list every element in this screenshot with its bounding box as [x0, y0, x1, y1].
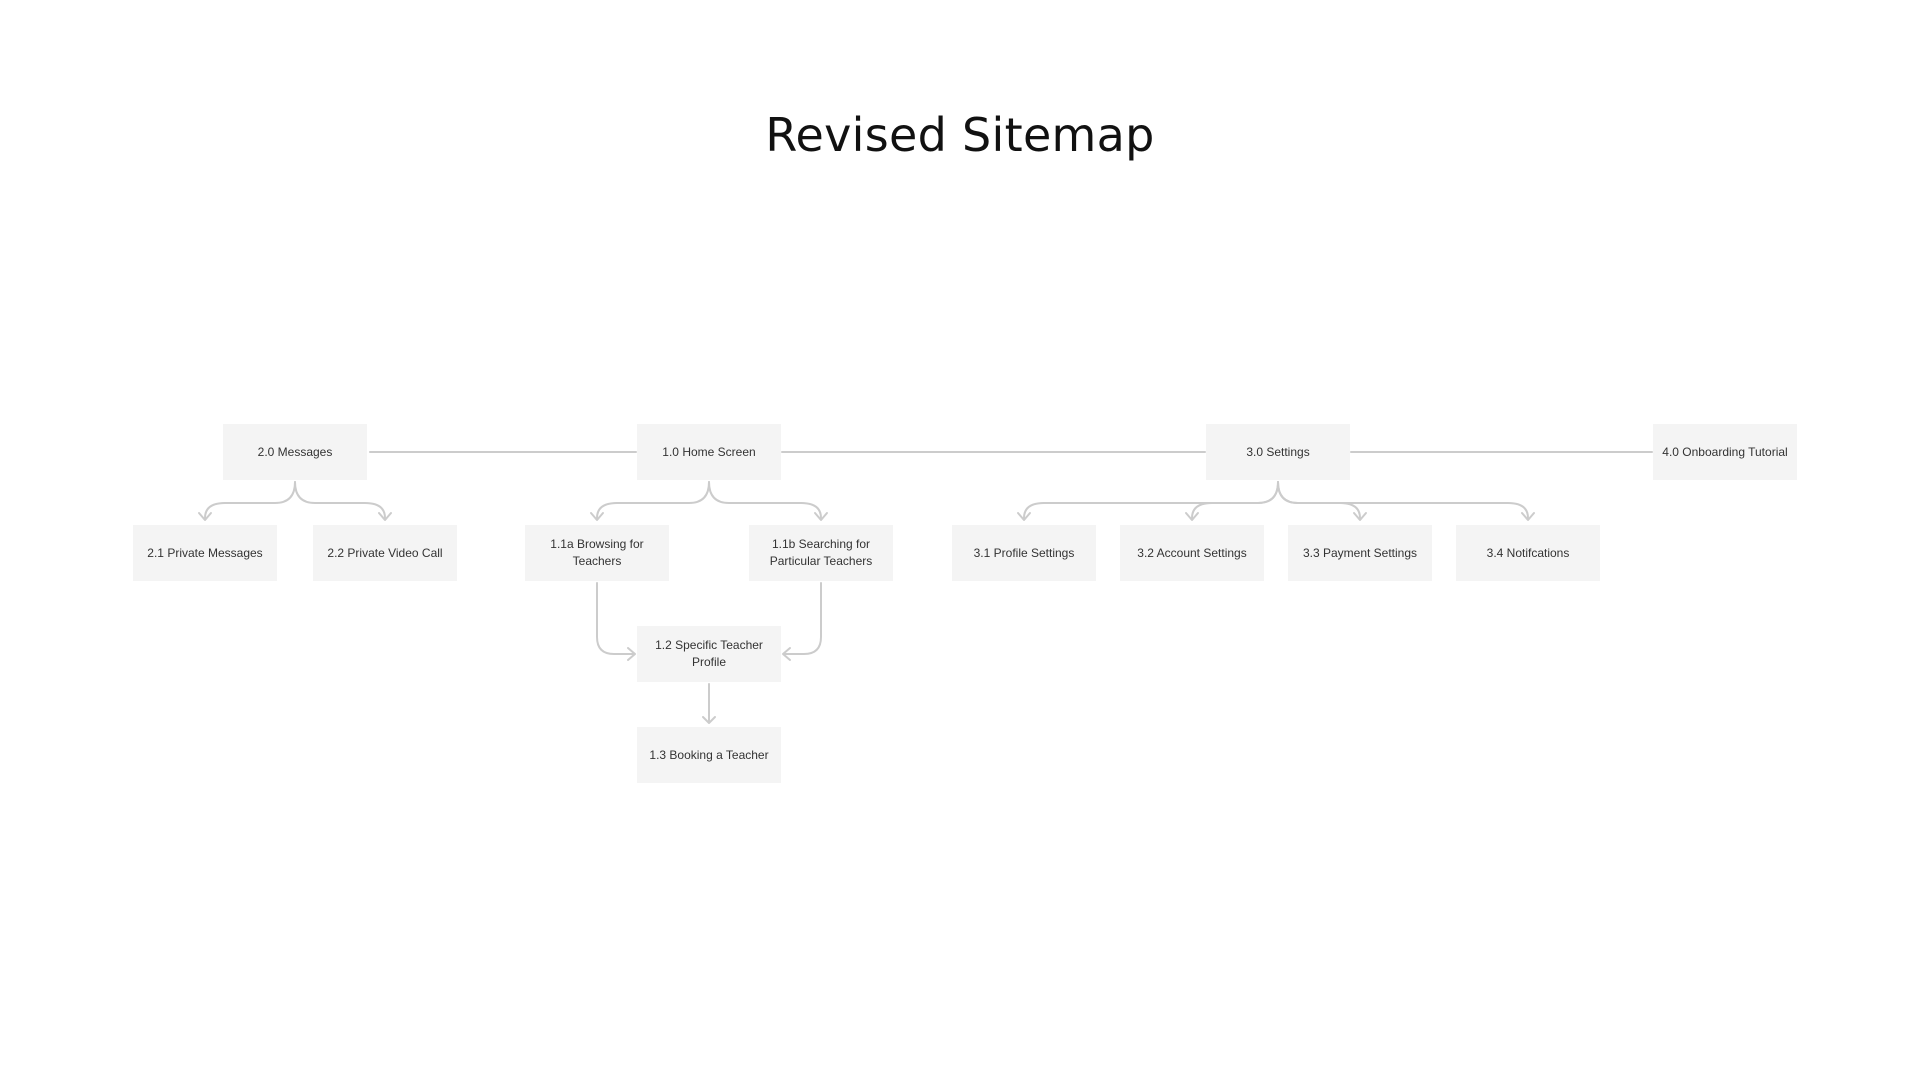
arrowhead: [627, 647, 636, 661]
arrowhead: [702, 716, 716, 724]
page-title: Revised Sitemap: [765, 108, 1155, 162]
arrowhead: [782, 647, 791, 661]
branch-home-left: [596, 481, 710, 519]
node-home-screen[interactable]: 1.0 Home Screen: [637, 424, 781, 480]
node-browsing-teachers[interactable]: 1.1a Browsing for Teachers: [525, 525, 669, 581]
branch-settings-3: [1277, 481, 1361, 519]
node-onboarding-tutorial[interactable]: 4.0 Onboarding Tutorial: [1653, 424, 1797, 480]
node-booking-teacher[interactable]: 1.3 Booking a Teacher: [637, 727, 781, 783]
node-specific-teacher-profile[interactable]: 1.2 Specific Teacher Profile: [637, 626, 781, 682]
node-private-video-call[interactable]: 2.2 Private Video Call: [313, 525, 457, 581]
node-settings[interactable]: 3.0 Settings: [1206, 424, 1350, 480]
arrowhead: [378, 512, 392, 521]
branch-messages-right: [294, 481, 386, 519]
branch-home-right: [708, 481, 822, 519]
link-searching-profile: [783, 582, 822, 655]
node-notifications[interactable]: 3.4 Notifcations: [1456, 525, 1600, 581]
node-profile-settings[interactable]: 3.1 Profile Settings: [952, 525, 1096, 581]
link-browsing-profile: [596, 582, 635, 655]
branch-settings-1: [1023, 481, 1279, 519]
arrowhead: [1017, 512, 1031, 521]
arrowhead: [198, 512, 212, 521]
branch-messages-left: [204, 481, 296, 519]
node-searching-teachers[interactable]: 1.1b Searching for Particular Teachers: [749, 525, 893, 581]
node-private-messages[interactable]: 2.1 Private Messages: [133, 525, 277, 581]
arrowhead: [814, 512, 828, 521]
arrowhead: [1353, 512, 1367, 521]
node-payment-settings[interactable]: 3.3 Payment Settings: [1288, 525, 1432, 581]
node-messages[interactable]: 2.0 Messages: [223, 424, 367, 480]
arrowhead: [1185, 512, 1199, 521]
arrowhead: [1521, 512, 1535, 521]
node-account-settings[interactable]: 3.2 Account Settings: [1120, 525, 1264, 581]
branch-settings-4: [1277, 481, 1529, 519]
arrowhead: [590, 512, 604, 521]
branch-settings-2: [1191, 481, 1279, 519]
